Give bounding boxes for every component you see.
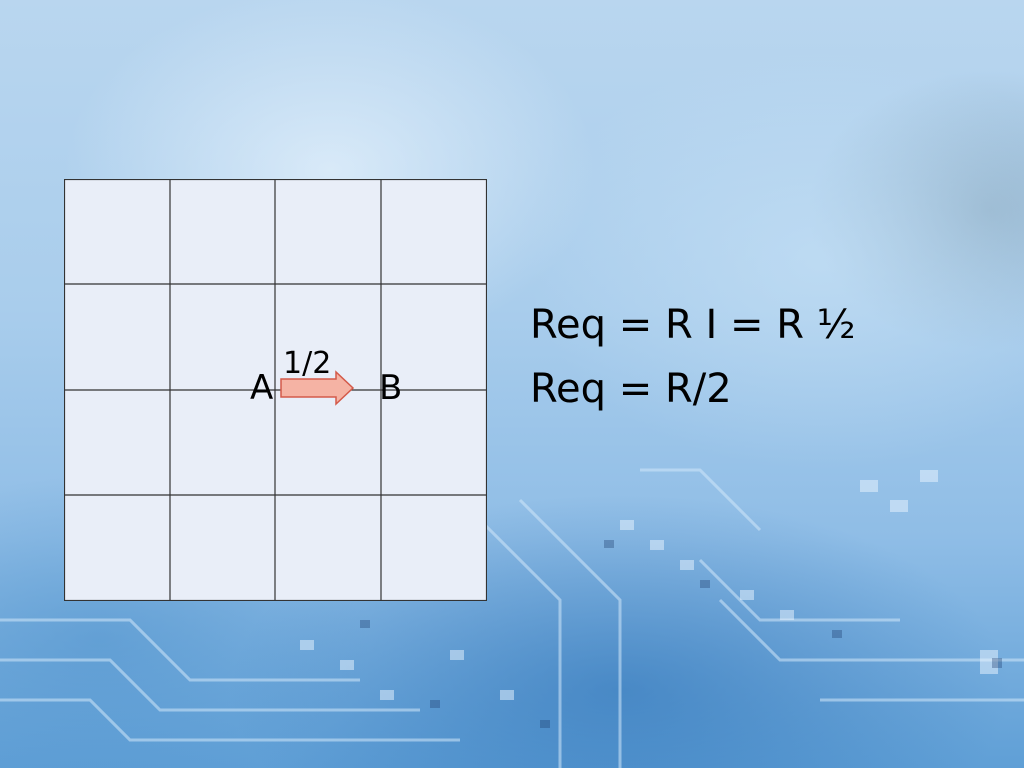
- current-label: 1/2: [283, 346, 332, 381]
- node-a-label: A: [250, 368, 274, 408]
- resistor-grid: [64, 179, 487, 601]
- node-b-label: B: [379, 368, 403, 408]
- current-arrow: [280, 370, 355, 406]
- equation-line-2: Req = R/2: [530, 366, 732, 412]
- equation-line-1: Req = R I = R ½: [530, 302, 856, 348]
